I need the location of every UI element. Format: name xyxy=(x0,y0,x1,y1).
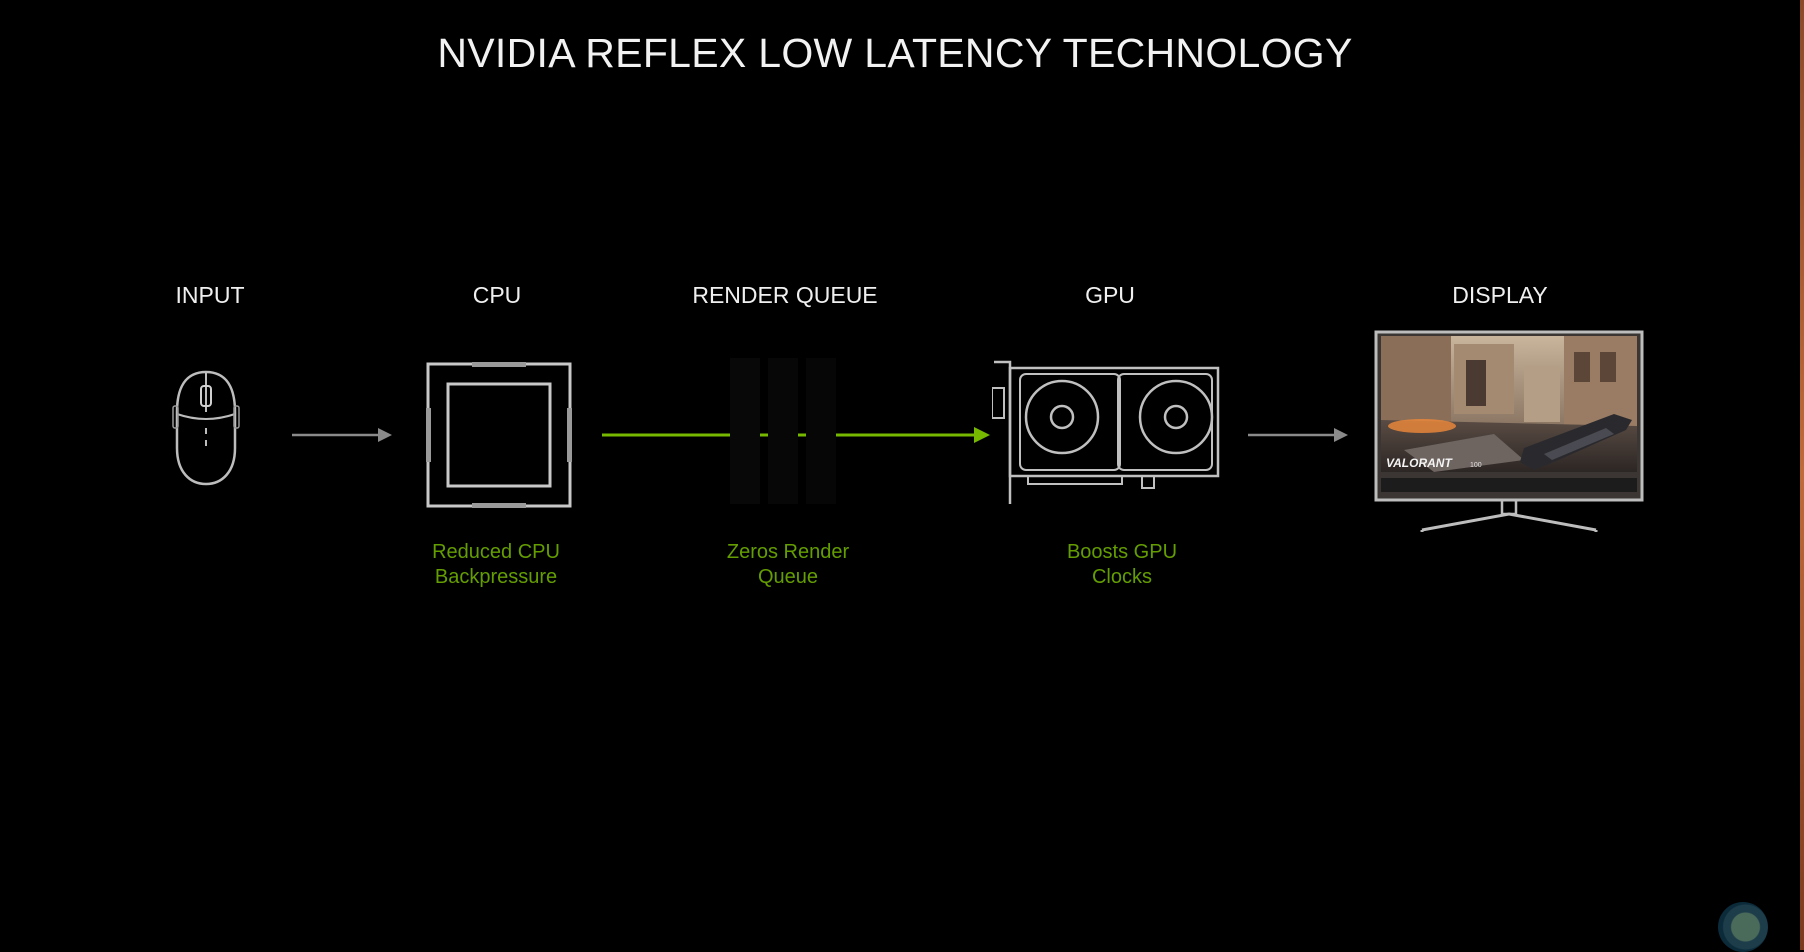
caption-gpu-line1: Boosts GPU xyxy=(1066,541,1178,563)
caption-cpu: Reduced CPU Backpressure xyxy=(376,540,616,590)
stage-label-gpu: GPU xyxy=(1085,282,1135,308)
stage-label-render-queue: RENDER QUEUE xyxy=(692,282,878,308)
hud-health: 100 xyxy=(1470,462,1482,469)
caption-gpu-line2: Clocks xyxy=(1091,566,1152,588)
caption-cpu-line1: Reduced CPU xyxy=(432,541,560,563)
corner-logo-icon xyxy=(1718,902,1768,952)
arrow-input-to-cpu xyxy=(292,428,392,442)
window-edge xyxy=(1800,0,1804,950)
game-logo: VALORANT xyxy=(1386,456,1453,470)
cpu-chip-icon xyxy=(426,362,572,508)
stage-label-cpu: CPU xyxy=(472,282,522,308)
monitor-icon: VALORANT 100 xyxy=(1374,330,1644,532)
stage-label-display: DISPLAY xyxy=(1452,282,1548,308)
caption-gpu: Boosts GPU Clocks xyxy=(1002,540,1242,590)
arrow-gpu-to-display xyxy=(1248,428,1348,442)
page-title: NVIDIA REFLEX LOW LATENCY TECHNOLOGY xyxy=(437,30,1353,76)
mouse-icon xyxy=(172,370,240,486)
caption-render-queue-line2: Queue xyxy=(757,566,819,588)
caption-cpu-line2: Backpressure xyxy=(434,566,558,588)
gpu-card-icon xyxy=(992,360,1220,504)
render-queue-frames-icon xyxy=(730,358,836,504)
caption-render-queue-line1: Zeros Render xyxy=(726,541,850,563)
stage-label-input: INPUT xyxy=(175,282,245,308)
caption-render-queue: Zeros Render Queue xyxy=(668,540,908,590)
